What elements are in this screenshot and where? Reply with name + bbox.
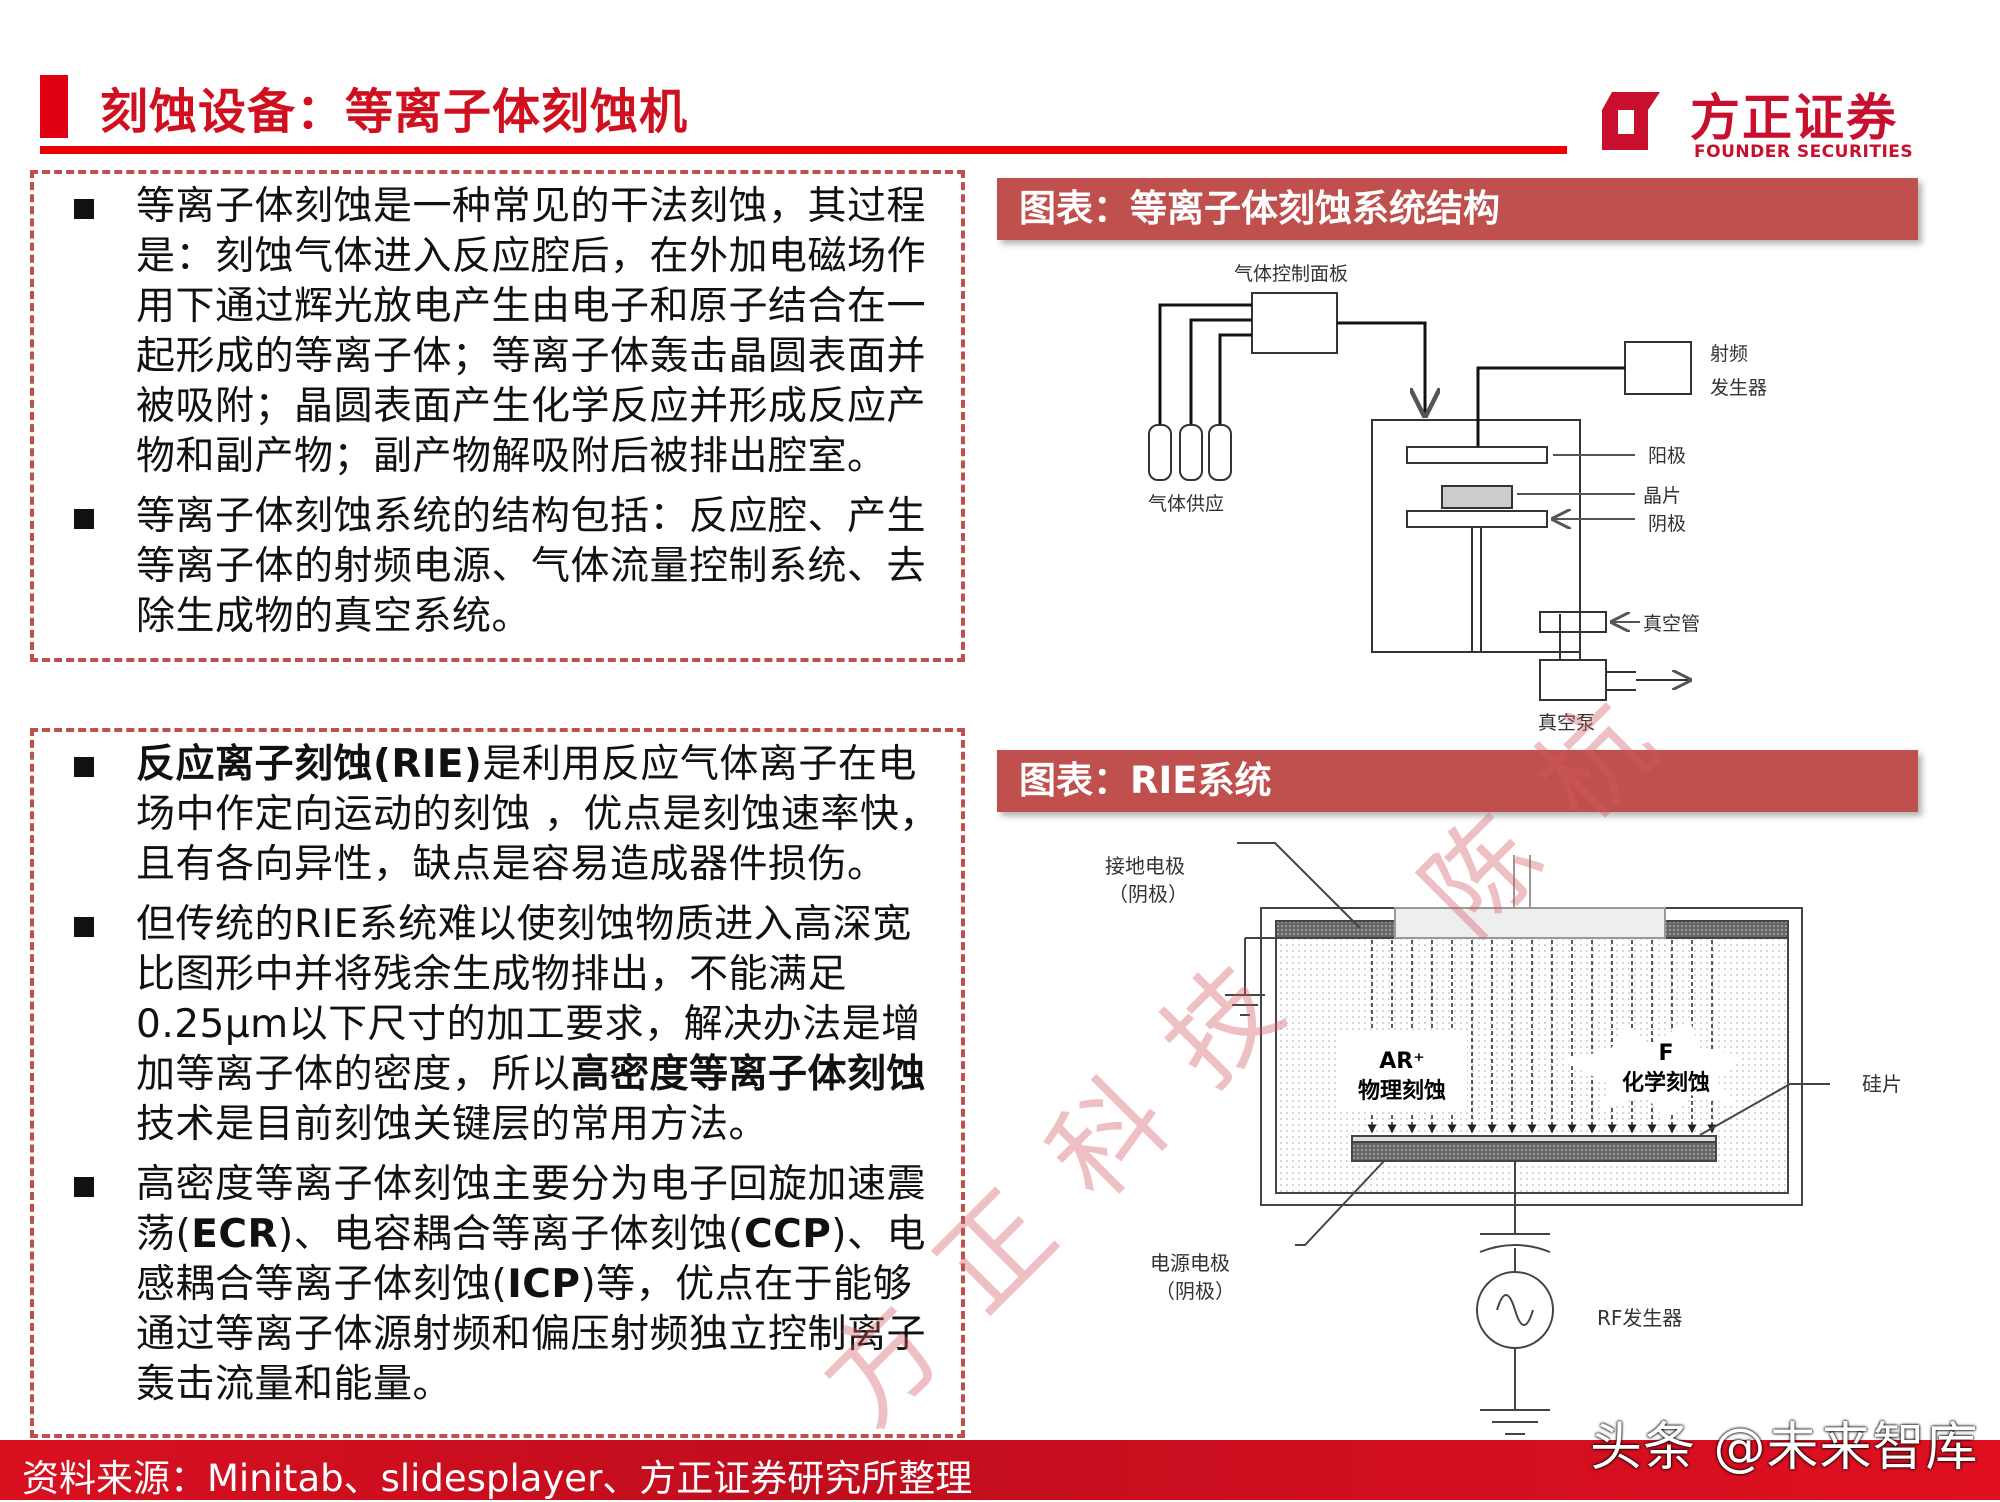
paragraph-text: 等离子体刻蚀系统的结构包括：反应腔、产生等离子体的射频电源、气体流量控制系统、去… — [136, 494, 927, 639]
label-silicon-wafer: 硅片 — [1862, 1072, 1902, 1096]
bold-text: CCP — [743, 1212, 832, 1257]
rf-generator-box — [1624, 341, 1692, 395]
label-vacuum-tube: 真空管 — [1643, 613, 1700, 635]
title-divider — [40, 146, 1567, 154]
paragraph-text: 但传统的RIE系统难以使刻蚀物质进入高深宽比图形中并将残余生成物排出，不能满足0… — [136, 902, 921, 1097]
label-cathode: 阴极 — [1648, 513, 1686, 535]
label-gas-supply: 气体供应 — [1148, 493, 1224, 515]
wafer — [1441, 485, 1513, 509]
page-title: 刻蚀设备：等离子体刻蚀机 — [100, 84, 689, 140]
label-fluorine: F — [1658, 1041, 1673, 1066]
paragraph-text: )等，优点在于能够通过等离子体源射频和偏压射频独立控制离子轰击流量和能量。 — [136, 1262, 927, 1407]
title-accent-bar — [40, 75, 68, 138]
logo-text-en: FOUNDER SECURITIES — [1694, 142, 1914, 162]
bullet-paragraph: 等离子体刻蚀系统的结构包括：反应腔、产生等离子体的射频电源、气体流量控制系统、去… — [54, 492, 949, 642]
footer-bar: 资料来源：Minitab、slidesplayer、方正证券研究所整理 — [0, 1440, 2000, 1500]
bullet-paragraph: 反应离子刻蚀(RIE)是利用反应气体离子在电场中作定向运动的刻蚀 ，优点是刻蚀速… — [54, 740, 949, 890]
bullet-paragraph: 高密度等离子体刻蚀主要分为电子回旋加速震荡(ECR)、电容耦合等离子体刻蚀(CC… — [54, 1160, 949, 1410]
bullet-icon — [74, 917, 94, 937]
label-physical-etch: 物理刻蚀 — [1358, 1078, 1446, 1104]
label-wafer: 晶片 — [1643, 485, 1681, 507]
paragraph-text: )、电容耦合等离子体刻蚀( — [278, 1212, 744, 1257]
reaction-chamber — [1371, 419, 1581, 653]
paragraph-text: 技术是目前刻蚀关键层的常用方法。 — [136, 1102, 769, 1147]
text-box-rie: 反应离子刻蚀(RIE)是利用反应气体离子在电场中作定向运动的刻蚀 ，优点是刻蚀速… — [30, 728, 965, 1438]
bold-text: 反应离子刻蚀(RIE) — [136, 742, 483, 787]
rf-source-symbol — [1476, 1271, 1554, 1349]
logo-mark-icon — [1602, 92, 1660, 150]
figure2-title: 图表：RIE系统 — [997, 750, 1918, 812]
founder-logo: 方正证券 FOUNDER SECURITIES — [1598, 78, 1928, 164]
paragraph-text: 等离子体刻蚀是一种常见的干法刻蚀，其过程是：刻蚀气体进入反应腔后，在外加电磁场作… — [136, 184, 927, 479]
label-vacuum-pump: 真空泵 — [1538, 712, 1595, 734]
bold-text: ECR — [191, 1212, 279, 1257]
rie-system-diagram: AR⁺ 物理刻蚀 F 化学刻蚀 接地电极 （阴极） 电源电极 （阴极） 硅片 R… — [1105, 842, 1902, 1435]
paragraph-text: 高密度等离子体刻蚀主要分为电子回旋加速震荡( — [136, 1162, 927, 1257]
paragraph-text: 是利用反应气体离子在电场中作定向运动的刻蚀 ，优点是刻蚀速率快，且有各向异性，缺… — [136, 742, 939, 887]
label-gas-panel: 气体控制面板 — [1234, 263, 1348, 285]
bullet-icon — [74, 757, 94, 777]
paragraph-text: )、电感耦合等离子体刻蚀( — [136, 1212, 926, 1307]
bullet-icon — [74, 509, 94, 529]
plasma-etch-system-diagram: 气体控制面板 气体供应 射频 发生器 阳极 晶片 阴极 真空管 真空泵 — [1148, 263, 1767, 734]
bullet-icon — [74, 1177, 94, 1197]
text-box-plasma-etching: 等离子体刻蚀是一种常见的干法刻蚀，其过程是：刻蚀气体进入反应腔后，在外加电磁场作… — [30, 170, 965, 662]
label-rf: 射频 — [1710, 343, 1748, 365]
gas-control-panel-box — [1251, 292, 1338, 354]
source-note: 资料来源：Minitab、slidesplayer、方正证券研究所整理 — [22, 1457, 973, 1500]
chemical-etch-burst — [1560, 1020, 1745, 1120]
label-generator: 发生器 — [1710, 377, 1767, 399]
gas-cylinders — [1148, 424, 1232, 481]
toutiao-watermark: 头条 @未来智库 — [1590, 1418, 1979, 1478]
label-power-cathode: （阴极） — [1155, 1279, 1235, 1303]
label-power-electrode: 电源电极 — [1150, 1251, 1230, 1275]
bullet-paragraph: 但传统的RIE系统难以使刻蚀物质进入高深宽比图形中并将残余生成物排出，不能满足0… — [54, 900, 949, 1150]
bullet-paragraph: 等离子体刻蚀是一种常见的干法刻蚀，其过程是：刻蚀气体进入反应腔后，在外加电磁场作… — [54, 182, 949, 482]
vacuum-tube — [1539, 611, 1607, 633]
figure1-title: 图表：等离子体刻蚀系统结构 — [997, 178, 1918, 240]
label-rf-generator: RF发生器 — [1597, 1306, 1682, 1330]
label-anode: 阳极 — [1648, 445, 1686, 467]
power-electrode — [1351, 1141, 1717, 1162]
anode-plate — [1406, 446, 1548, 464]
label-ground-cathode: （阴极） — [1108, 882, 1188, 906]
bold-text: 高密度等离子体刻蚀 — [570, 1052, 927, 1097]
label-chemical-etch: 化学刻蚀 — [1622, 1070, 1710, 1096]
bullet-icon — [74, 199, 94, 219]
ion-arrows — [1367, 940, 1717, 1134]
vacuum-pump — [1539, 659, 1607, 701]
bold-text: ICP — [507, 1262, 581, 1307]
logo-text-cn: 方正证券 — [1690, 89, 1898, 147]
label-ground-electrode: 接地电极 — [1105, 854, 1185, 878]
label-ar-ion: AR⁺ — [1379, 1049, 1425, 1074]
cathode-plate — [1406, 510, 1548, 528]
